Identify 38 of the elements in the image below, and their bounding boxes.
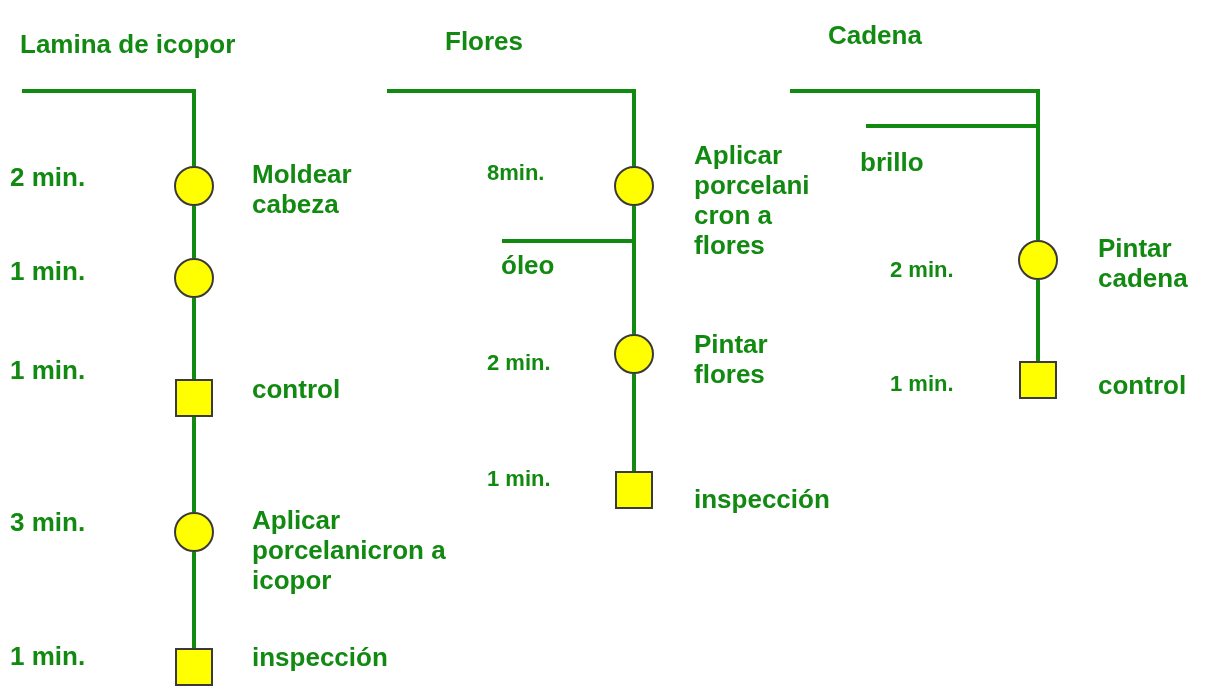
flow-line	[632, 374, 636, 471]
inspection-square	[615, 471, 653, 509]
step-label: Pintar cadena	[1098, 234, 1189, 294]
flow-line	[22, 89, 196, 166]
flow-line	[866, 124, 1040, 240]
flow-line	[1036, 280, 1040, 361]
material-label: óleo	[500, 241, 580, 291]
flow-line	[192, 206, 196, 258]
inspection-square	[175, 379, 213, 417]
flow-line	[387, 89, 636, 166]
step-label: control	[252, 375, 342, 405]
time-label: 2 min.	[10, 163, 87, 193]
time-label: 1 min.	[10, 257, 87, 287]
time-label: 1 min.	[10, 356, 87, 386]
time-label: 3 min.	[10, 508, 87, 538]
step-label: inspección	[252, 643, 389, 673]
material-label: Cadena	[790, 5, 960, 91]
flow-line	[502, 239, 636, 334]
material-label: Lamina de icopor	[15, 25, 290, 91]
time-label: 1 min.	[890, 371, 955, 397]
inspection-square	[1019, 361, 1057, 399]
step-label: Pintar flores	[694, 330, 769, 390]
step-label: inspección	[694, 485, 831, 515]
step-label: Aplicar porcelanicron a icopor	[252, 506, 447, 596]
time-label: 1 min.	[10, 642, 87, 672]
time-label: 1 min.	[487, 466, 552, 492]
step-label: Moldear cabeza	[252, 160, 353, 220]
flow-line	[192, 417, 196, 512]
time-label: 8min.	[487, 160, 546, 186]
time-label: 2 min.	[890, 257, 955, 283]
inspection-square	[175, 648, 213, 686]
material-label: brillo	[858, 126, 958, 186]
step-label: Aplicar porcelani cron a flores	[694, 141, 811, 261]
flow-line	[192, 298, 196, 379]
flow-line	[192, 552, 196, 648]
time-label: 2 min.	[487, 350, 552, 376]
step-label: control	[1098, 371, 1188, 401]
material-label: Flores	[387, 20, 557, 91]
